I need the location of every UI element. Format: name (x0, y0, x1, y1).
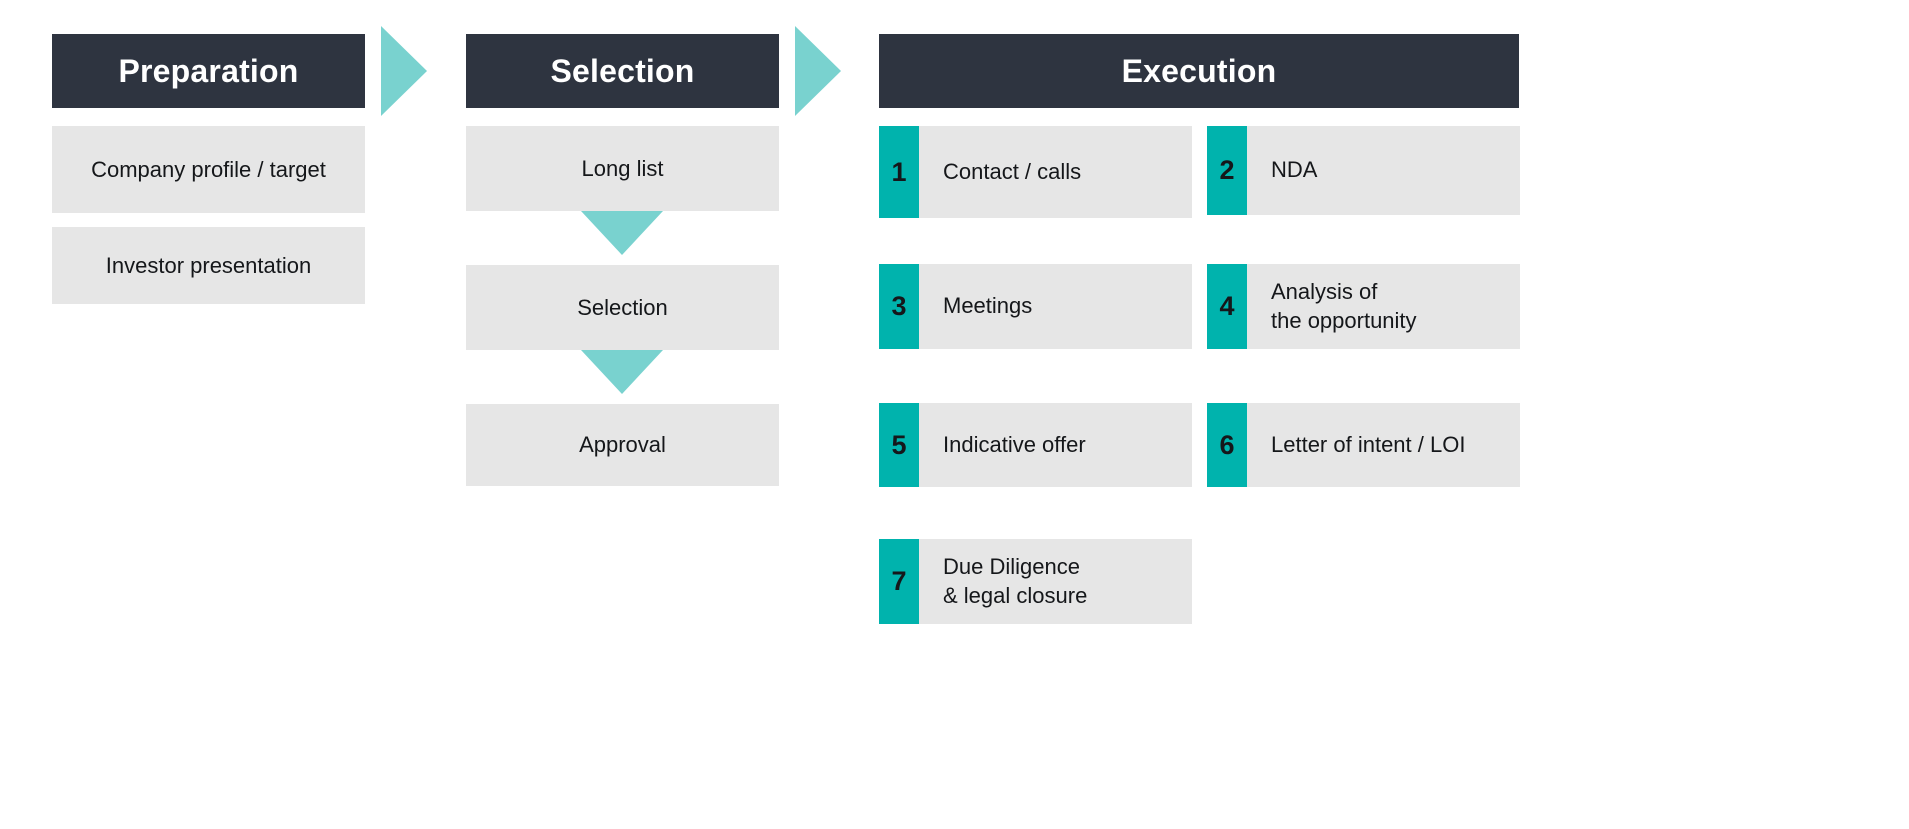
step-label-line1: Due Diligence (943, 553, 1080, 579)
phase-header-execution: Execution (879, 34, 1519, 108)
step-label-line1: Letter of intent / LOI (1271, 431, 1466, 457)
step-body: Letter of intent / LOI (1247, 403, 1520, 487)
arrow-down-icon-selection-to-approval (581, 350, 663, 394)
phase-header-selection: Selection (466, 34, 779, 108)
selection-item-label: Long list (581, 155, 664, 181)
step-body: NDA (1247, 126, 1520, 215)
step-label-line2: & legal closure (943, 582, 1088, 608)
step-number-badge: 3 (879, 264, 919, 349)
selection-item-selection[interactable]: Selection (466, 265, 779, 350)
phase-header-preparation: Preparation (52, 34, 365, 108)
selection-item-approval[interactable]: Approval (466, 404, 779, 486)
arrow-down-icon-longlist-to-selection (581, 211, 663, 255)
prep-item-label: Company profile / target (91, 156, 326, 182)
step-number-badge: 6 (1207, 403, 1247, 487)
step-number-badge: 2 (1207, 126, 1247, 215)
selection-item-label: Approval (579, 432, 666, 458)
step-body: Contact / calls (919, 126, 1192, 218)
step-body: Meetings (919, 264, 1192, 349)
step-label-line1: Analysis of (1271, 278, 1378, 304)
prep-item-label: Investor presentation (105, 252, 312, 278)
execution-step-4[interactable]: 4 Analysis of the opportunity (1207, 264, 1520, 349)
prep-item-company-profile[interactable]: Company profile / target (52, 126, 365, 213)
step-body: Analysis of the opportunity (1247, 264, 1520, 349)
phase-title-preparation: Preparation (118, 52, 299, 89)
phase-title-selection: Selection (550, 52, 695, 89)
selection-item-long-list[interactable]: Long list (466, 126, 779, 211)
execution-step-7[interactable]: 7 Due Diligence & legal closure (879, 539, 1192, 624)
step-number-badge: 4 (1207, 264, 1247, 349)
phase-title-execution: Execution (1121, 52, 1277, 89)
selection-item-label: Selection (577, 294, 668, 320)
arrow-right-icon-selection-to-execution (795, 26, 841, 116)
step-body: Due Diligence & legal closure (919, 539, 1192, 624)
execution-step-2[interactable]: 2 NDA (1207, 126, 1520, 215)
step-number-badge: 1 (879, 126, 919, 218)
execution-step-3[interactable]: 3 Meetings (879, 264, 1192, 349)
step-label-line1: Indicative offer (943, 431, 1086, 457)
step-number-badge: 7 (879, 539, 919, 624)
execution-step-5[interactable]: 5 Indicative offer (879, 403, 1192, 487)
execution-step-1[interactable]: 1 Contact / calls (879, 126, 1192, 218)
execution-step-6[interactable]: 6 Letter of intent / LOI (1207, 403, 1520, 487)
arrow-right-icon-preparation-to-selection (381, 26, 427, 116)
step-number-badge: 5 (879, 403, 919, 487)
step-label-line2: the opportunity (1271, 307, 1417, 333)
step-body: Indicative offer (919, 403, 1192, 487)
step-label-line1: NDA (1271, 157, 1318, 183)
step-label-line1: Meetings (943, 293, 1033, 319)
prep-item-investor-presentation[interactable]: Investor presentation (52, 227, 365, 304)
step-label-line1: Contact / calls (943, 158, 1082, 184)
